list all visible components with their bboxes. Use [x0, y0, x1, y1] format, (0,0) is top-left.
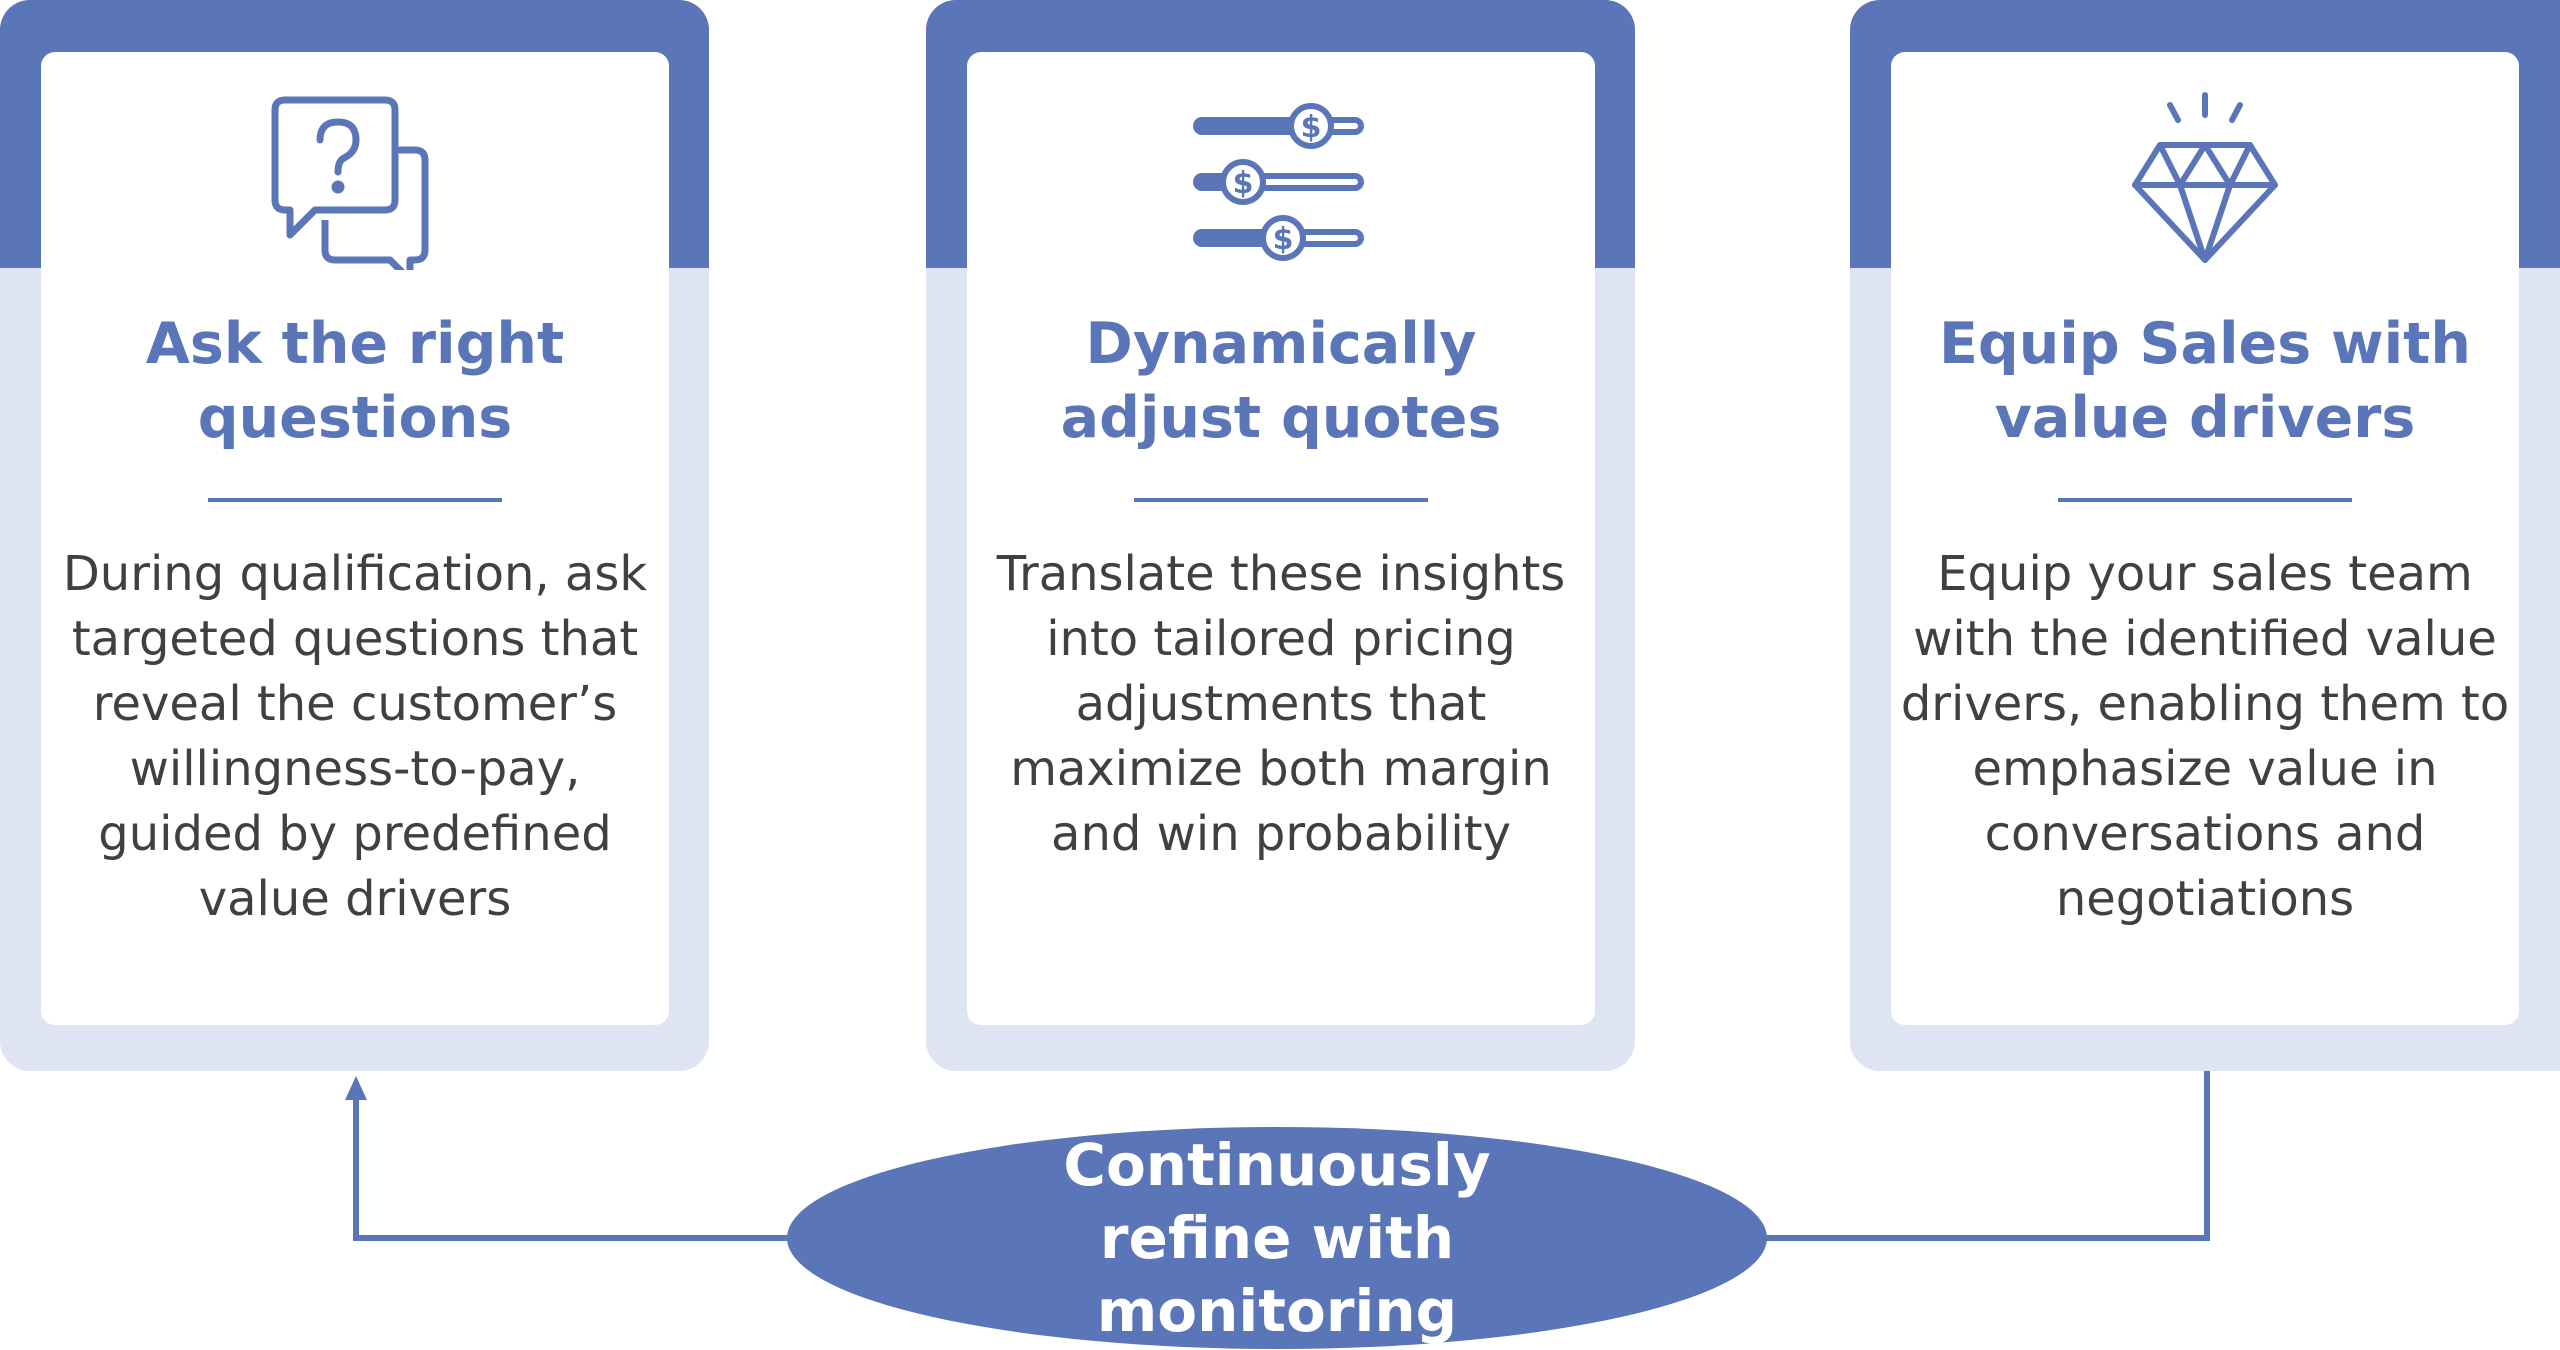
divider — [2058, 498, 2352, 502]
loop-label: Continuously refine with monitoring — [1063, 1130, 1491, 1345]
arrow-head-icon — [345, 1076, 367, 1100]
connector-right — [1760, 1071, 2210, 1241]
card-ask-questions: Ask the right questions During qualifica… — [0, 0, 709, 1071]
divider — [208, 498, 502, 502]
card-body: Translate these insights into tailored p… — [996, 546, 1566, 862]
card-body: During qualification, ask targeted quest… — [62, 546, 648, 927]
diamond-icon — [1891, 90, 2519, 270]
card-title: Ask the right questions — [145, 311, 565, 451]
card-title: Dynamically adjust quotes — [1060, 311, 1502, 451]
question-chat-icon — [41, 90, 669, 270]
card-body: Equip your sales team with the identifie… — [1900, 546, 2510, 927]
card-title: Equip Sales with value drivers — [1938, 311, 2471, 451]
svg-text:$: $ — [1301, 110, 1322, 145]
divider — [1134, 498, 1428, 502]
loop-ellipse: Continuously refine with monitoring — [787, 1127, 1767, 1349]
price-sliders-icon: $ $ $ — [967, 90, 1595, 270]
svg-text:$: $ — [1273, 222, 1294, 257]
svg-text:$: $ — [1233, 166, 1254, 201]
card-adjust-quotes: $ $ $ Dynamically adjust quotes Translat… — [926, 0, 1635, 1071]
card-equip-sales: Equip Sales with value drivers Equip you… — [1850, 0, 2560, 1071]
